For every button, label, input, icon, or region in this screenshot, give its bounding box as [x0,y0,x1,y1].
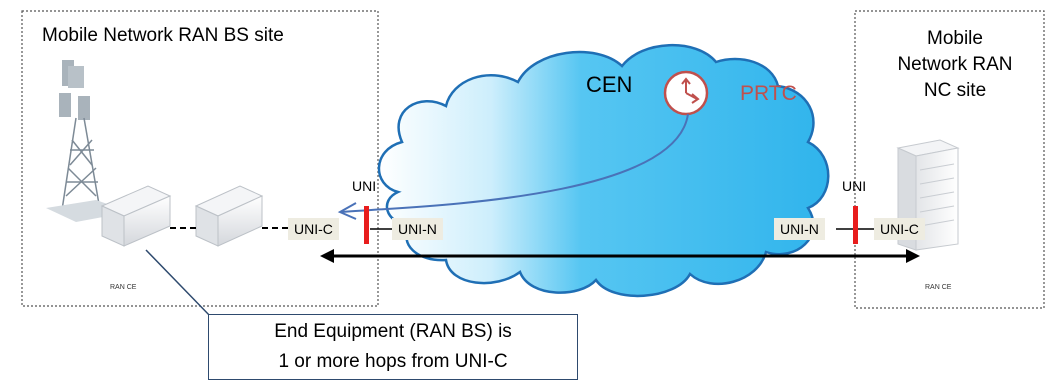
left-site-title: Mobile Network RAN BS site [42,25,284,46]
uni-n-left-label: UNI-N [392,218,443,240]
network-device-icon [194,185,264,247]
callout-line: End Equipment (RAN BS) is [274,321,512,342]
right-ran-ce-label: RAN CE [925,284,952,291]
uni-right-bar [853,206,858,244]
callout-line: 1 or more hops from UNI-C [278,351,508,372]
cen-cloud [377,43,830,298]
uni-n-right-label: UNI-N [774,218,825,240]
cen-label: CEN [586,72,633,97]
right-site-title: Mobile Network RAN NC site [870,26,1040,104]
timing-path-arrowhead [337,202,357,220]
uni-left-top-label: UNI [352,178,377,194]
cell-tower-icon [46,60,130,222]
right-site-title-line: Network RAN [897,54,1013,75]
callout-pointer [145,249,213,346]
clock-icon [663,70,709,116]
uni-c-right-label: UNI-C [874,218,925,240]
prtc-label: PRTC [740,82,797,105]
right-site-frame [854,10,1045,309]
right-site-title-line: NC site [923,80,987,101]
left-ran-ce-label: RAN CE [110,284,137,291]
timing-path [339,113,689,213]
right-site-title-line: Mobile [927,28,983,49]
uni-left-bar [364,206,369,244]
end-to-end-arrow [320,249,920,263]
end-equipment-callout: End Equipment (RAN BS) is 1 or more hops… [208,314,578,380]
uni-right-top-label: UNI [842,178,867,194]
uni-c-left-label: UNI-C [288,218,339,240]
network-device-icon [100,185,172,247]
